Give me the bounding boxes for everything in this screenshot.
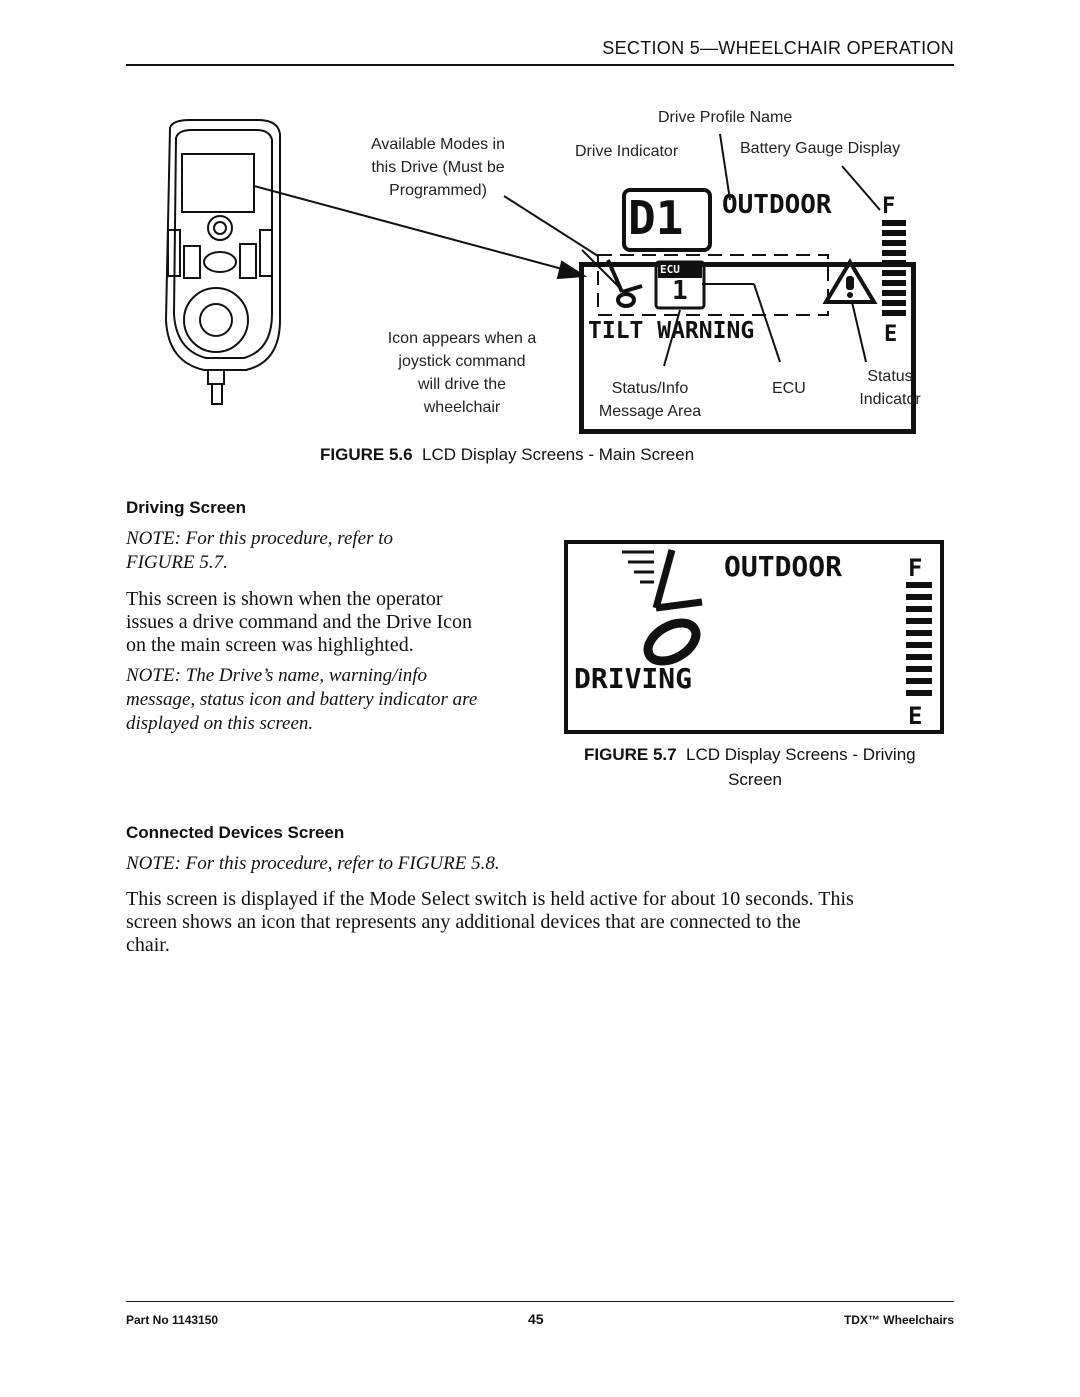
- driving-battery-empty-label: E: [908, 702, 923, 730]
- driving-lcd-profile: OUTDOOR: [724, 550, 843, 583]
- joystick-controller-illustration: [164, 119, 281, 405]
- figure-5-7-caption-line-2: Screen: [728, 770, 782, 789]
- label-status-indicator: Status Indicator: [859, 368, 921, 408]
- figure-5-6-caption: FIGURE 5.6 LCD Display Screens - Main Sc…: [320, 445, 695, 464]
- connected-devices-heading: Connected Devices Screen: [126, 823, 345, 842]
- label-drive-indicator: Drive Indicator: [575, 143, 679, 160]
- label-icon-appears: Icon appears when a joystick command wil…: [387, 330, 537, 416]
- main-screen-lcd: [579, 262, 916, 434]
- ecu-box: [654, 260, 706, 310]
- driving-screen-note-2: NOTE: The Drive’s name, warning/info mes…: [126, 665, 478, 734]
- footer-product: TDX™ Wheelchairs: [843, 1313, 954, 1327]
- warning-triangle-icon: [822, 258, 878, 304]
- connected-devices-body: This screen is displayed if the Mode Sel…: [126, 888, 854, 956]
- battery-gauge: [882, 220, 906, 316]
- modes-dashed-frame: [597, 254, 829, 316]
- battery-full-label: F: [882, 194, 896, 219]
- driving-lcd-message: DRIVING: [574, 662, 693, 695]
- drive-indicator-box: [622, 188, 712, 252]
- figure-5-6-art: [164, 119, 916, 434]
- label-battery-gauge: Battery Gauge Display: [740, 140, 901, 157]
- driving-battery-gauge: [906, 582, 932, 696]
- driving-screen-lcd: [564, 540, 944, 734]
- driving-screen-heading: Driving Screen: [126, 498, 246, 517]
- battery-empty-label: E: [884, 322, 898, 347]
- lcd-ecu-label: ECU: [660, 263, 680, 276]
- driving-screen-body: This screen is shown when the operator i…: [126, 588, 473, 656]
- label-ecu: ECU: [772, 380, 806, 397]
- lcd-ecu-number: 1: [672, 276, 688, 306]
- header-rule: [126, 64, 954, 66]
- driving-screen-note-1: NOTE: For this procedure, refer to FIGUR…: [126, 528, 394, 573]
- lcd-drive-number: D1: [628, 191, 684, 245]
- driving-battery-full-label: F: [908, 554, 923, 582]
- drive-icon: [606, 259, 643, 308]
- lcd-status-message: TILT WARNING: [588, 318, 755, 344]
- lcd-profile-name: OUTDOOR: [722, 190, 832, 220]
- label-available-modes: Available Modes in this Drive (Must be P…: [370, 136, 505, 199]
- footer-rule: [126, 1301, 954, 1302]
- connected-devices-note: NOTE: For this procedure, refer to FIGUR…: [126, 853, 500, 874]
- section-header: SECTION 5—WHEELCHAIR OPERATION: [602, 38, 954, 58]
- driving-joystick-icon: [622, 549, 703, 666]
- footer-part-number: Part No 1143150: [126, 1313, 219, 1327]
- figure-5-7-caption: FIGURE 5.7 LCD Display Screens - Driving: [584, 745, 916, 764]
- label-status-info: Status/Info Message Area: [598, 380, 702, 420]
- label-drive-profile-name: Drive Profile Name: [658, 109, 793, 126]
- footer-page-number: 45: [528, 1311, 544, 1327]
